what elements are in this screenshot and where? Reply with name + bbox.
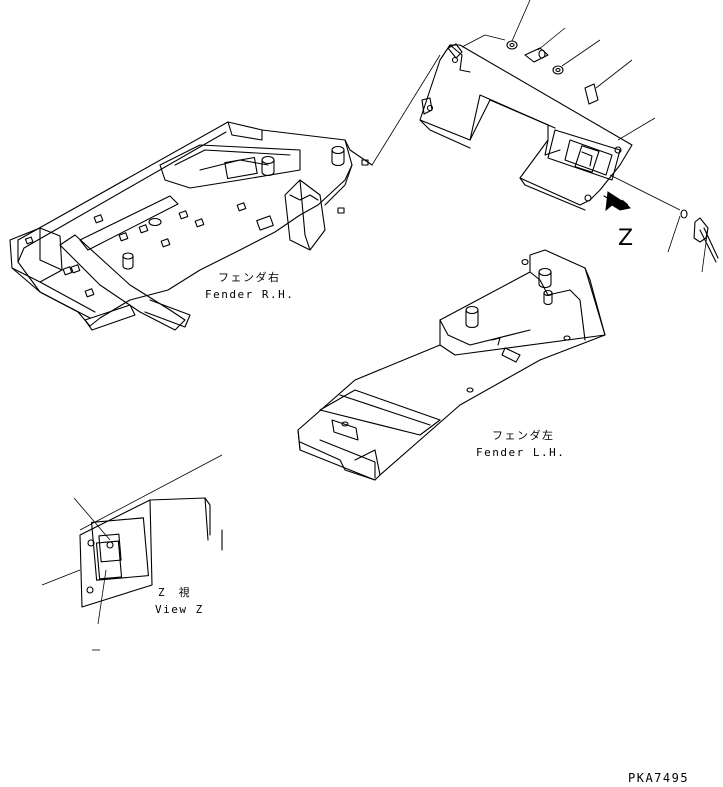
fender-lh-label-en: Fender L.H. bbox=[476, 446, 566, 459]
view-marker-label: Z bbox=[618, 226, 634, 251]
view-z-detail bbox=[41, 454, 223, 651]
view-z-label-jp: Z 視 bbox=[158, 586, 192, 599]
fender-lh-label-jp: フェンダ左 bbox=[492, 429, 555, 442]
fender-lh-assembly bbox=[297, 249, 606, 481]
drawing-code: PKA7495 bbox=[628, 771, 690, 785]
fender-rh-assembly bbox=[9, 121, 373, 331]
fender-rh-label-en: Fender R.H. bbox=[205, 288, 295, 301]
leader-line bbox=[371, 54, 441, 166]
fender-rh-label-jp: フェンダ右 bbox=[218, 271, 281, 284]
bracket-assembly bbox=[419, 0, 719, 273]
view-z-label-en: View Z bbox=[155, 603, 204, 616]
